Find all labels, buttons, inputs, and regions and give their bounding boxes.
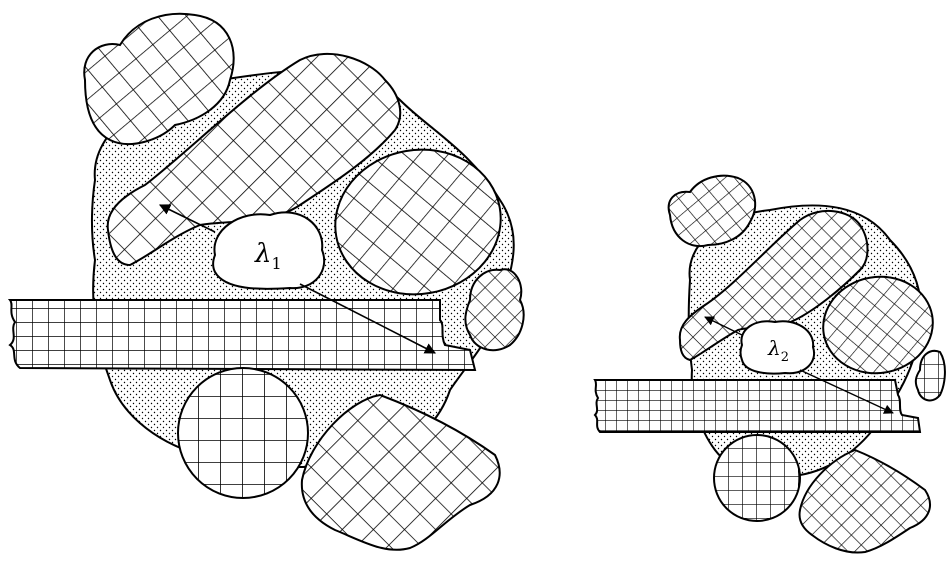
left-horizontal-rod [10,300,475,370]
right-bottom-round-particle [714,435,800,521]
right-cluster: λ2 [595,176,945,553]
right-horizontal-rod [595,380,920,432]
left-cluster: λ1 [10,14,524,550]
right-small-right-particle [916,351,945,401]
left-bottom-round-particle [178,368,308,498]
